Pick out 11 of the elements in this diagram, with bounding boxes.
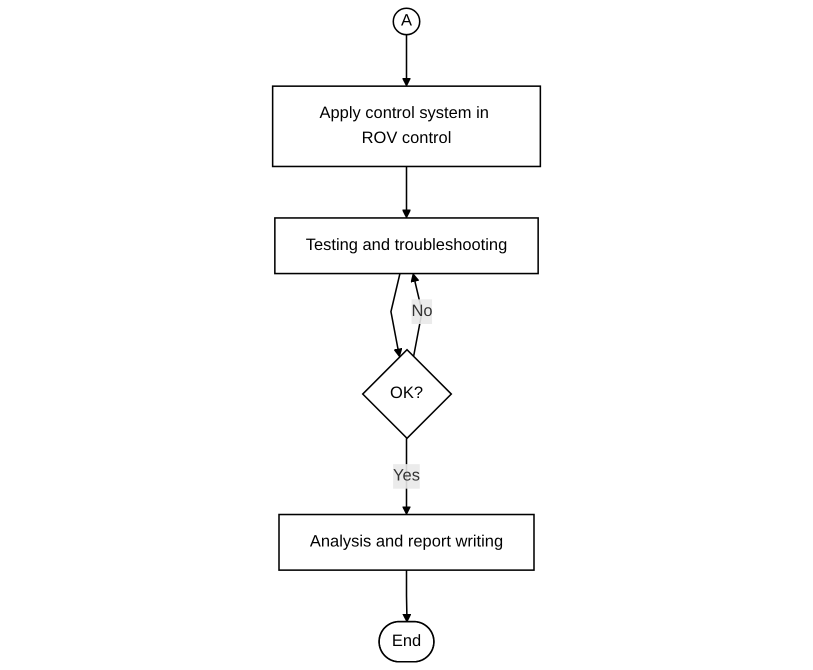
edge-label: No <box>412 302 433 320</box>
node-box: Analysis and report writing <box>278 514 535 571</box>
node-circle: A <box>392 7 420 36</box>
arrow <box>390 273 402 358</box>
arrow <box>402 166 412 218</box>
arrow <box>402 570 412 623</box>
arrow <box>402 34 412 87</box>
node-box: Apply control system in ROV control <box>272 85 542 168</box>
edge-label: Yes <box>393 467 420 485</box>
node-box: Testing and troubleshooting <box>274 217 539 274</box>
node-diamond: OK? <box>362 348 452 440</box>
